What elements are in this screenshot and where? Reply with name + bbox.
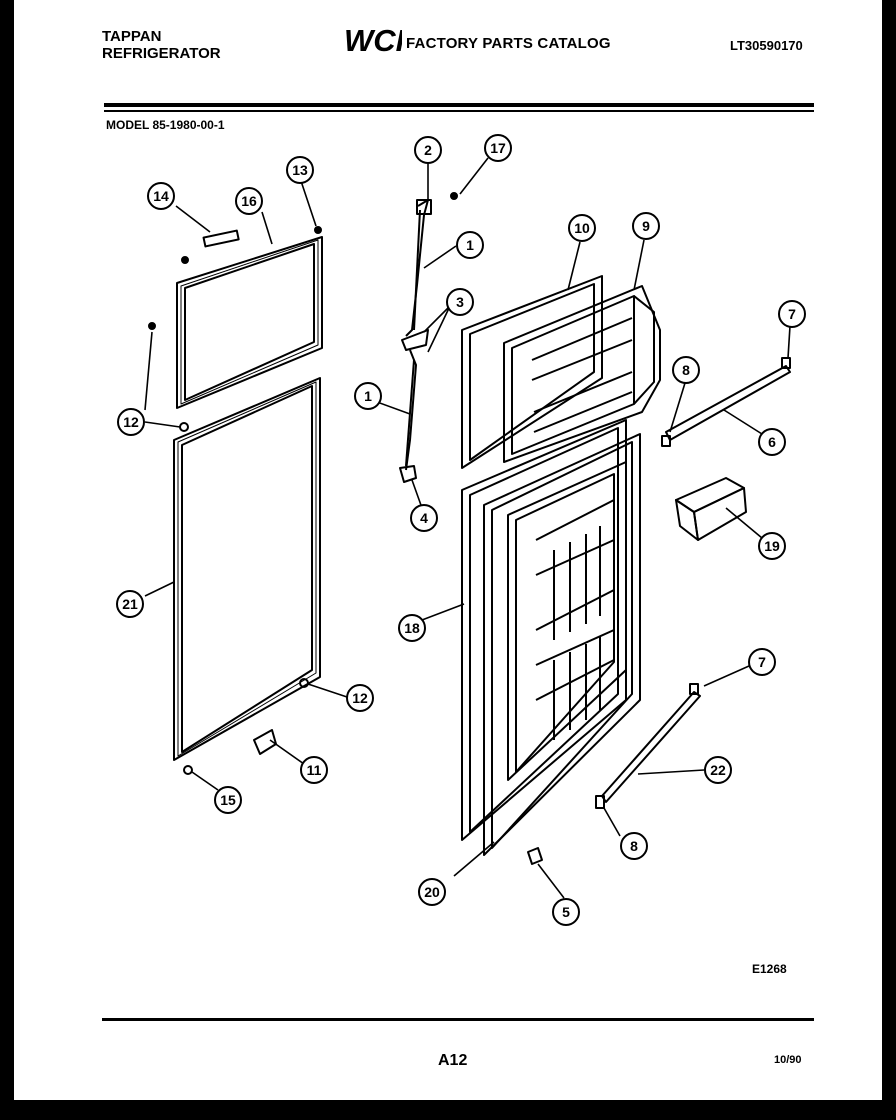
svg-text:18: 18 <box>404 620 420 636</box>
svg-text:16: 16 <box>241 193 257 209</box>
dairy-compartment-door <box>675 477 747 541</box>
svg-text:11: 11 <box>307 762 322 778</box>
door-shelf-rail-upper <box>661 357 791 447</box>
svg-text:1: 1 <box>466 237 474 253</box>
callout-13: 13 <box>286 156 314 184</box>
callout-7-upper: 7 <box>778 300 806 328</box>
callout-9: 9 <box>632 212 660 240</box>
header-rule <box>104 103 814 107</box>
callout-5: 5 <box>552 898 580 926</box>
svg-text:10: 10 <box>574 220 590 236</box>
svg-text:19: 19 <box>764 538 780 554</box>
brand-line-2: REFRIGERATOR <box>102 45 221 62</box>
callout-12-lower: 12 <box>346 684 374 712</box>
callout-3: 3 <box>446 288 474 316</box>
door-screw <box>527 847 543 865</box>
callout-4: 4 <box>410 504 438 532</box>
callout-16: 16 <box>235 187 263 215</box>
logo-text: WCI <box>344 23 402 56</box>
footer-rule <box>102 1018 814 1021</box>
print-date: 10/90 <box>774 1054 802 1066</box>
svg-text:7: 7 <box>758 654 766 670</box>
page-code: A12 <box>438 1052 468 1069</box>
callout-8-lower: 8 <box>620 832 648 860</box>
svg-text:22: 22 <box>710 762 726 778</box>
svg-text:1: 1 <box>364 388 372 404</box>
svg-text:13: 13 <box>292 162 308 178</box>
callout-22: 22 <box>704 756 732 784</box>
callout-17: 17 <box>484 134 512 162</box>
svg-text:7: 7 <box>788 306 796 322</box>
catalog-title: FACTORY PARTS CATALOG <box>406 35 611 52</box>
svg-text:9: 9 <box>642 218 650 234</box>
brand-name: TAPPAN REFRIGERATOR <box>102 28 221 62</box>
callout-1-upper: 1 <box>456 231 484 259</box>
svg-text:14: 14 <box>153 188 169 204</box>
svg-text:3: 3 <box>456 294 464 310</box>
callout-labels: 13 14 16 12 21 12 11 15 2 17 1 3 1 4 10 … <box>116 134 806 926</box>
door-hinge-assembly <box>399 192 458 483</box>
callout-8-upper: 8 <box>672 356 700 384</box>
fresh-food-liner-gasket <box>461 419 627 841</box>
svg-text:2: 2 <box>424 142 432 158</box>
svg-text:8: 8 <box>682 362 690 378</box>
freezer-door-gasket <box>176 236 323 409</box>
svg-text:21: 21 <box>122 596 138 612</box>
diagram-code: E1268 <box>752 962 787 976</box>
svg-text:12: 12 <box>352 690 368 706</box>
svg-text:17: 17 <box>490 140 506 156</box>
catalog-number: LT30590170 <box>730 38 803 53</box>
callout-12-upper: 12 <box>117 408 145 436</box>
callout-2: 2 <box>414 136 442 164</box>
parts-catalog-page: TAPPAN REFRIGERATOR WCI FACTORY PARTS CA… <box>14 0 882 1100</box>
wci-logo: WCI <box>344 23 402 56</box>
callout-10: 10 <box>568 214 596 242</box>
svg-text:4: 4 <box>420 510 428 526</box>
callout-1-lower: 1 <box>354 382 382 410</box>
door-shelf-rail-lower <box>595 683 701 809</box>
svg-text:15: 15 <box>220 792 236 808</box>
header-rule-thin <box>104 110 814 112</box>
freezer-liner-gasket <box>461 275 603 469</box>
fresh-food-inner-door <box>483 433 641 856</box>
door-handle-trim <box>202 229 240 248</box>
svg-text:20: 20 <box>424 884 440 900</box>
exploded-parts-diagram: 13 14 16 12 21 12 11 15 2 17 1 3 1 4 10 … <box>116 134 806 926</box>
callout-6: 6 <box>758 428 786 456</box>
callout-21: 21 <box>116 590 144 618</box>
model-number: MODEL 85-1980-00-1 <box>106 118 225 132</box>
callout-14: 14 <box>147 182 175 210</box>
svg-text:8: 8 <box>630 838 638 854</box>
freezer-inner-door <box>503 285 661 463</box>
callout-20: 20 <box>418 878 446 906</box>
svg-text:6: 6 <box>768 434 776 450</box>
brand-line-1: TAPPAN <box>102 28 162 45</box>
callout-7-lower: 7 <box>748 648 776 676</box>
svg-text:12: 12 <box>123 414 139 430</box>
callout-11: 11 <box>300 756 328 784</box>
callout-15: 15 <box>214 786 242 814</box>
svg-text:5: 5 <box>562 904 570 920</box>
callout-18: 18 <box>398 614 426 642</box>
fresh-food-door-gasket <box>173 377 321 761</box>
callout-19: 19 <box>758 532 786 560</box>
